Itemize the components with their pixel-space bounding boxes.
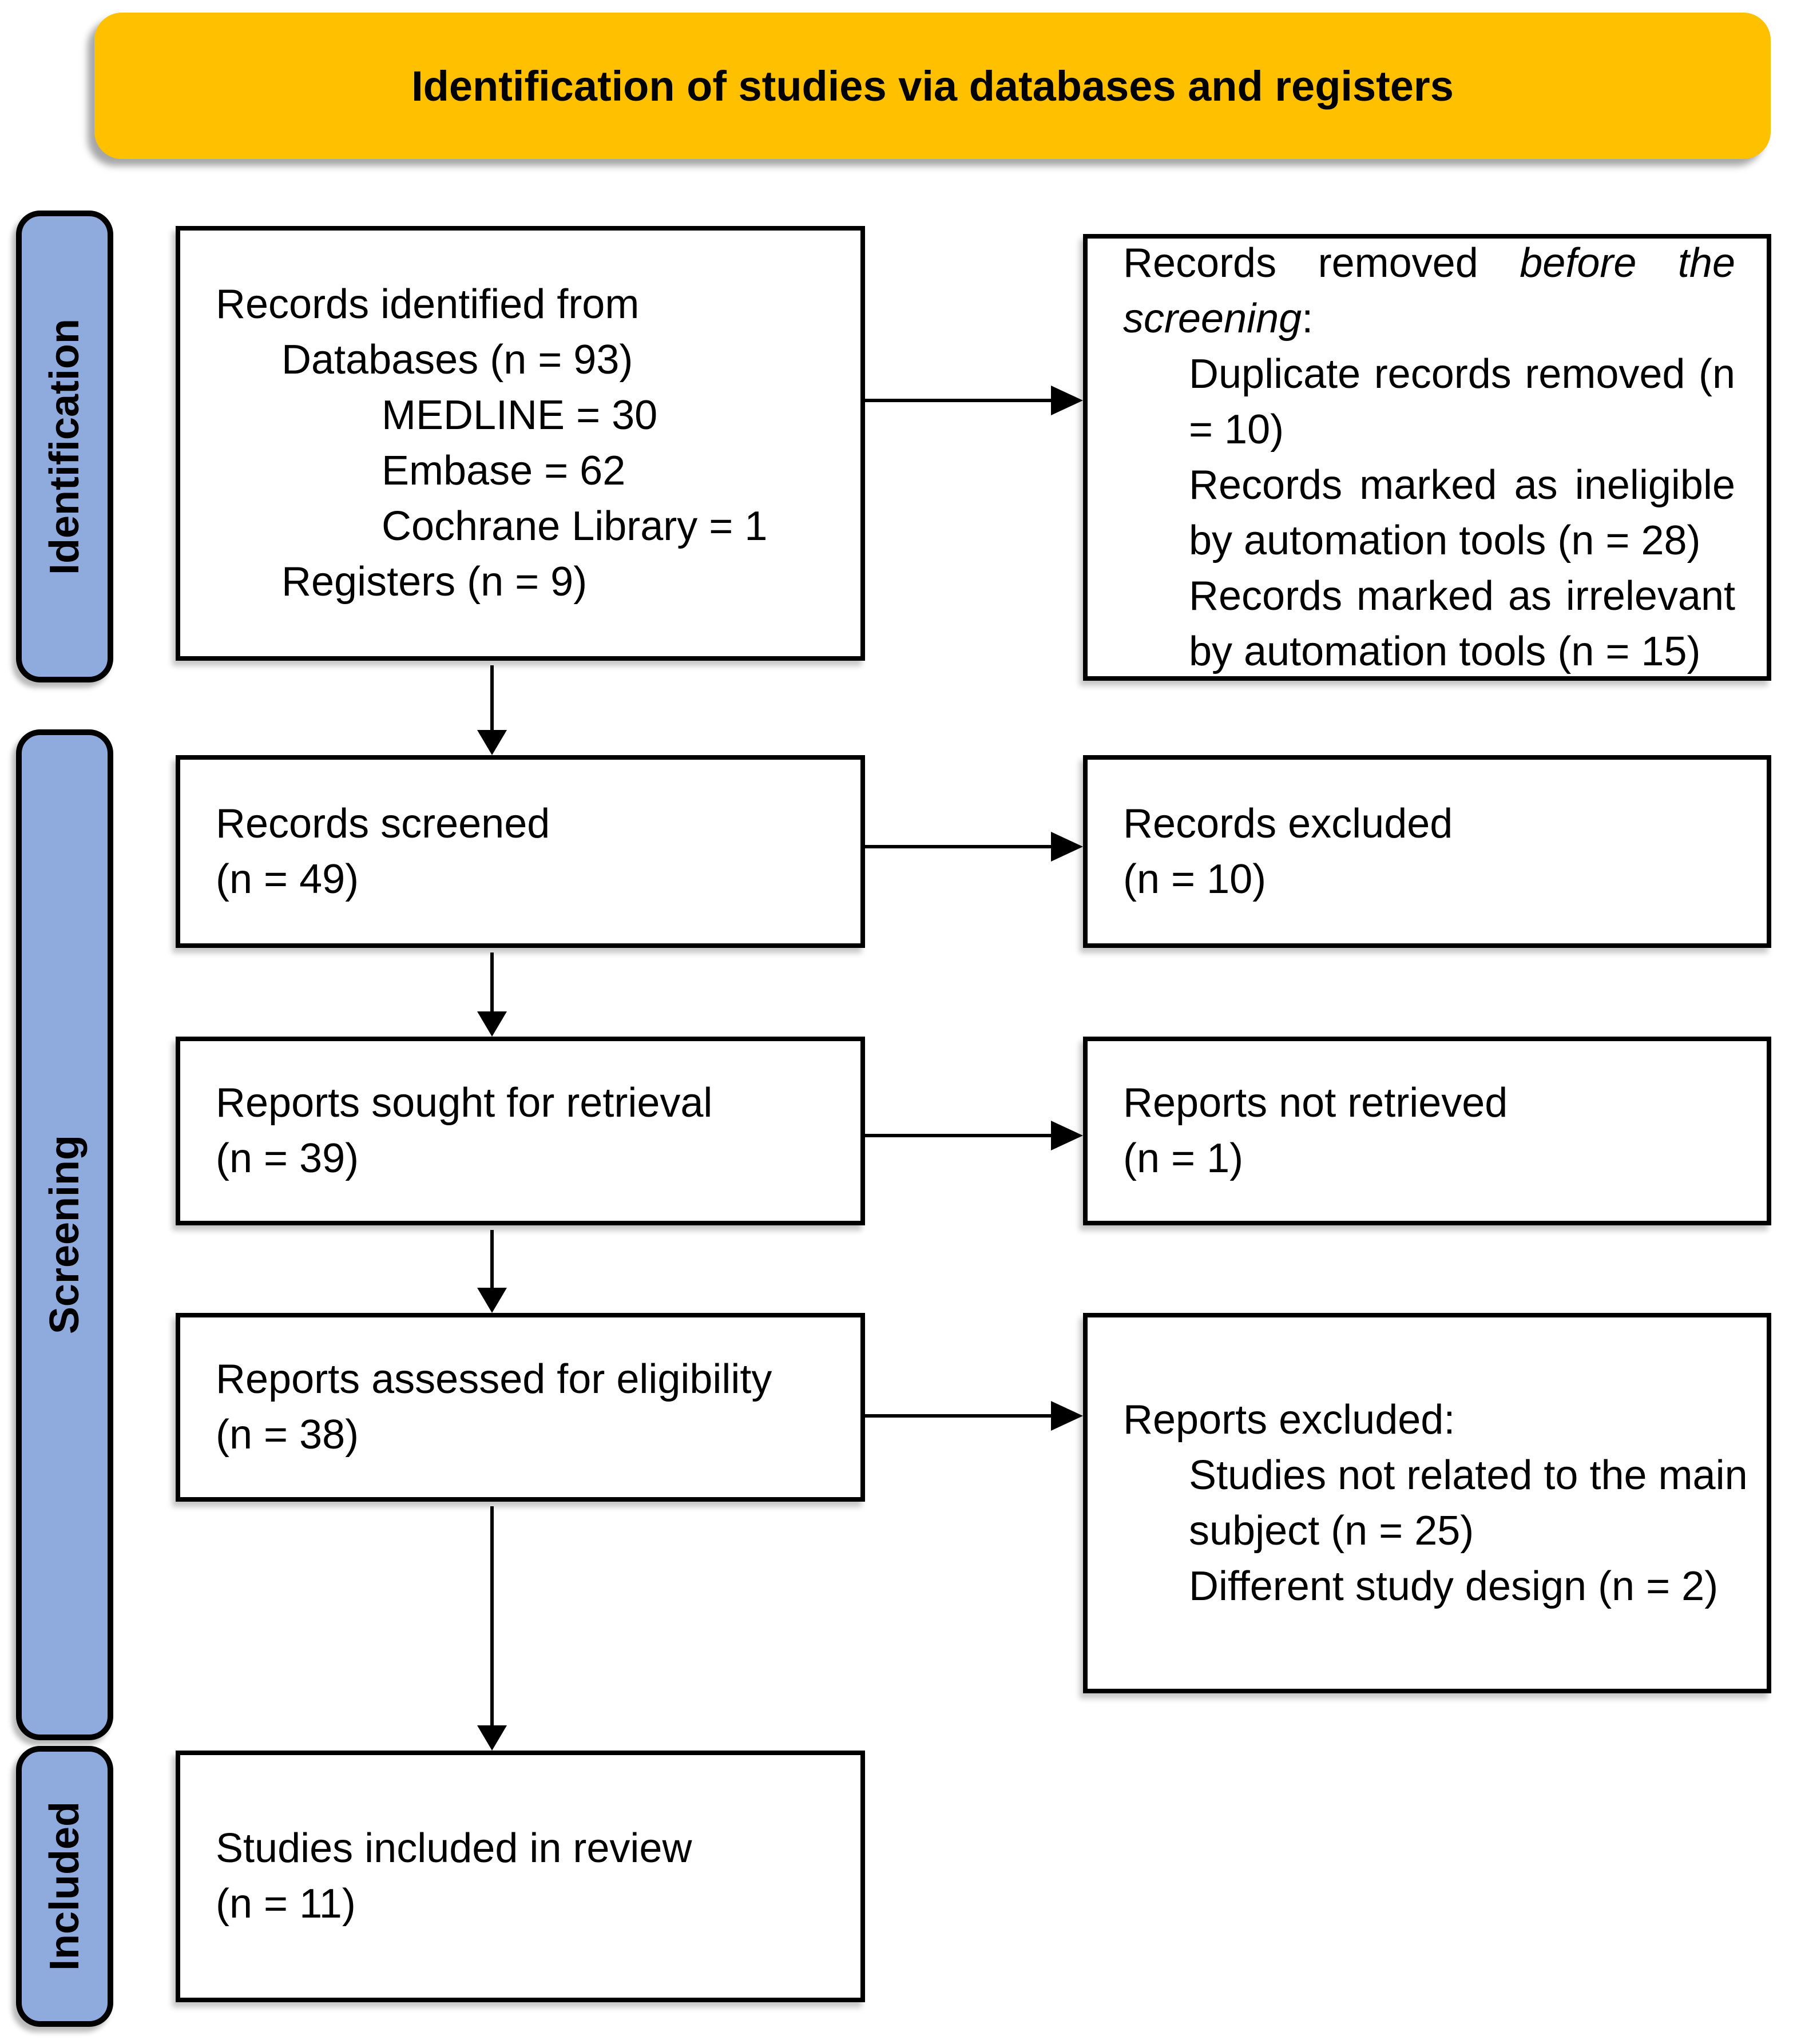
text-line: Records removed before the [1123,236,1735,291]
text-line: Records identified from [216,277,829,332]
text-line: subject (n = 25) [1189,1503,1735,1559]
text-line: Reports not retrieved [1123,1075,1735,1131]
text-segment: Different study design (n = 2) [1189,1563,1719,1609]
text-line: Records marked as irrelevant [1189,569,1735,624]
arrow-line [490,665,494,731]
text-segment: subject (n = 25) [1189,1507,1474,1554]
text-segment: Reports sought for retrieval [216,1080,713,1126]
arrow-line [865,399,1053,402]
text-line: Registers (n = 9) [281,554,829,610]
arrow-line [490,1230,494,1289]
box-reports-excluded: Reports excluded: Studies not related to … [1083,1313,1771,1693]
text-segment: Duplicate records removed (n [1189,351,1735,397]
text-line: Cochrane Library = 1 [382,499,829,554]
text-line: (n = 49) [216,852,829,907]
text-segment: = 10) [1189,406,1284,453]
box-records-excluded: Records excluded (n = 10) [1083,755,1771,948]
text-line: by automation tools (n = 28) [1189,513,1735,569]
sidebar-label-screening-text: Screening [42,1135,88,1335]
arrow-down-icon [477,1725,507,1751]
text-segment: Records marked as ineligible [1189,462,1735,508]
arrow-down-icon [477,730,507,755]
text-segment: Records identified from [216,281,640,327]
italic-text-segment: before the [1520,240,1736,286]
text-segment: Records marked as irrelevant [1189,573,1735,619]
arrow-line [865,1414,1053,1418]
text-line: Records screened [216,796,829,852]
text-segment: (n = 1) [1123,1136,1244,1181]
text-segment: (n = 10) [1123,856,1267,902]
text-segment: by automation tools (n = 28) [1189,517,1701,563]
text-segment: Records screened [216,800,550,847]
text-segment: Cochrane Library = 1 [382,503,768,549]
arrow-right-icon [1051,1401,1083,1431]
text-line: Reports assessed for eligibility [216,1352,829,1407]
text-line: (n = 11) [216,1876,829,1932]
text-line: screening: [1123,291,1735,347]
sidebar-label-identification: Identification [16,211,113,682]
box-reports-sought: Reports sought for retrieval (n = 39) [176,1037,865,1225]
arrow-right-icon [1051,386,1083,415]
text-segment: Studies not related to the main [1189,1452,1748,1498]
text-segment: by automation tools (n = 15) [1189,628,1701,674]
text-line: by automation tools (n = 15) [1189,624,1735,680]
text-segment: (n = 49) [216,856,359,902]
text-segment: Reports assessed for eligibility [216,1356,772,1402]
text-segment: (n = 38) [216,1412,359,1458]
text-line: Databases (n = 93) [281,332,829,388]
text-segment: (n = 39) [216,1136,359,1181]
text-segment: Registers (n = 9) [281,559,588,605]
text-segment: MEDLINE = 30 [382,392,658,438]
italic-text-segment: screening [1123,295,1302,342]
arrow-line [865,845,1053,848]
box-studies-included: Studies included in review (n = 11) [176,1751,865,2002]
box-reports-not-retrieved: Reports not retrieved (n = 1) [1083,1037,1771,1225]
text-line: (n = 38) [216,1407,829,1463]
banner-title: Identification of studies via databases … [411,62,1454,110]
text-line: Reports excluded: [1123,1392,1735,1448]
arrow-down-icon [477,1011,507,1037]
text-line: Records excluded [1123,796,1735,852]
text-line: Studies not related to the main [1189,1448,1748,1503]
text-segment: Records excluded [1123,800,1453,847]
sidebar-label-included: Included [16,1746,113,2027]
sidebar-label-identification-text: Identification [42,318,88,575]
sidebar-label-screening: Screening [16,729,113,1740]
text-line: (n = 10) [1123,852,1735,907]
arrow-right-icon [1051,832,1083,862]
text-segment: (n = 11) [216,1881,356,1927]
arrow-right-icon [1051,1121,1083,1150]
text-line: Embase = 62 [382,443,829,499]
text-segment: Records removed [1123,240,1520,286]
text-line: (n = 1) [1123,1131,1735,1186]
text-line: Records marked as ineligible [1189,458,1735,513]
sidebar-label-included-text: Included [42,1801,88,1971]
text-line: Different study design (n = 2) [1189,1559,1735,1614]
text-segment: Reports excluded: [1123,1396,1455,1443]
arrow-down-icon [477,1288,507,1313]
text-segment: Embase = 62 [382,448,626,494]
text-line: MEDLINE = 30 [382,388,829,443]
text-line: Studies included in review [216,1821,829,1876]
text-line: (n = 39) [216,1131,829,1186]
text-line: = 10) [1189,402,1735,458]
text-line: Duplicate records removed (n [1189,347,1735,402]
arrow-line [865,1134,1053,1137]
text-line: Reports sought for retrieval [216,1075,829,1131]
arrow-line [490,1506,494,1727]
arrow-line [490,952,494,1013]
text-segment: Databases (n = 93) [281,337,633,383]
text-segment: Studies included in review [216,1825,692,1871]
box-records-screened: Records screened (n = 49) [176,755,865,948]
banner: Identification of studies via databases … [94,13,1771,159]
text-segment: Reports not retrieved [1123,1080,1508,1126]
box-reports-assessed: Reports assessed for eligibility (n = 38) [176,1313,865,1502]
text-segment: : [1302,295,1314,342]
